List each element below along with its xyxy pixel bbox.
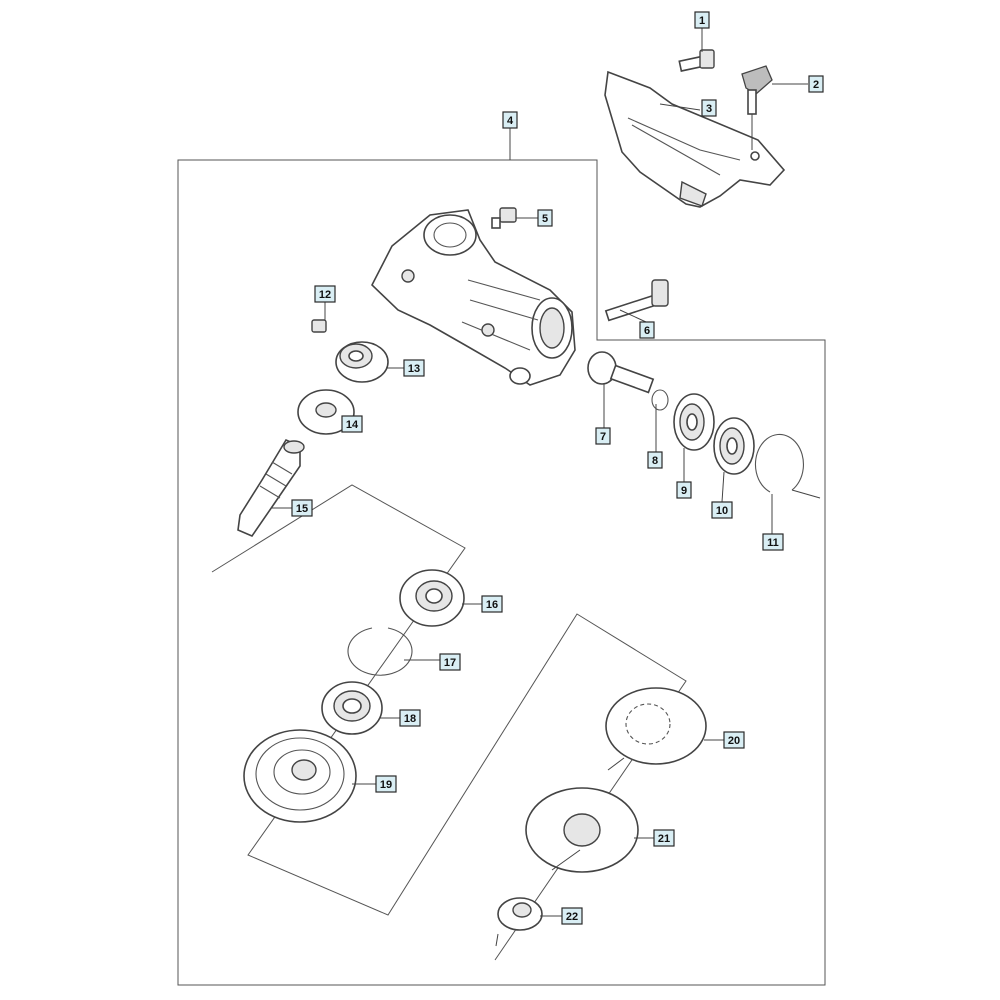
svg-text:14: 14 xyxy=(346,419,359,431)
callout-4: 4 xyxy=(502,111,518,129)
bolt-part-1 xyxy=(678,49,715,72)
callout-10: 10 xyxy=(711,501,733,519)
washer-part-14 xyxy=(297,389,355,435)
callout-11: 11 xyxy=(762,533,784,551)
flange-part-19 xyxy=(243,729,357,823)
protection-cap-part-21 xyxy=(525,787,639,873)
callout-2: 2 xyxy=(808,75,824,93)
svg-text:17: 17 xyxy=(444,657,456,669)
svg-text:4: 4 xyxy=(507,115,514,127)
callout-3: 3 xyxy=(701,99,717,117)
svg-text:19: 19 xyxy=(380,779,392,791)
svg-text:22: 22 xyxy=(566,911,578,923)
seal-ring-part-18 xyxy=(321,681,383,735)
callout-14: 14 xyxy=(341,415,363,433)
circlip-part-17 xyxy=(347,627,413,676)
assembly-frame-4 xyxy=(177,159,826,986)
callout-18: 18 xyxy=(399,709,421,727)
svg-text:18: 18 xyxy=(404,713,416,725)
svg-text:10: 10 xyxy=(716,505,728,517)
svg-text:13: 13 xyxy=(408,363,420,375)
bearing-part-13 xyxy=(335,341,389,383)
svg-text:6: 6 xyxy=(644,325,650,337)
callout-5: 5 xyxy=(537,209,553,227)
callout-12: 12 xyxy=(314,285,336,303)
leader-lines xyxy=(272,28,821,947)
callout-22: 22 xyxy=(561,907,583,925)
bearing-part-16 xyxy=(399,569,465,627)
guard-cover-part xyxy=(604,70,786,208)
svg-text:8: 8 xyxy=(652,455,658,467)
callout-20: 20 xyxy=(723,731,745,749)
support-washer-part-20 xyxy=(605,687,707,765)
callout-17: 17 xyxy=(439,653,461,671)
retaining-ring-part-11 xyxy=(754,433,805,493)
screw-part-5 xyxy=(491,207,517,229)
nut-part-22 xyxy=(497,897,543,931)
bearing-part-9 xyxy=(673,393,715,451)
callout-16: 16 xyxy=(481,595,503,613)
svg-text:11: 11 xyxy=(767,537,779,549)
callout-21: 21 xyxy=(653,829,675,847)
circlip-part-8 xyxy=(651,389,669,411)
svg-text:3: 3 xyxy=(706,103,712,115)
svg-text:15: 15 xyxy=(296,503,308,515)
svg-text:16: 16 xyxy=(486,599,498,611)
svg-text:12: 12 xyxy=(319,289,331,301)
callout-6: 6 xyxy=(639,321,655,339)
svg-text:5: 5 xyxy=(542,213,548,225)
svg-text:9: 9 xyxy=(681,485,687,497)
svg-text:20: 20 xyxy=(728,735,740,747)
svg-text:21: 21 xyxy=(658,833,670,845)
callout-9: 9 xyxy=(676,481,692,499)
callout-15: 15 xyxy=(291,499,313,517)
callout-1: 1 xyxy=(694,11,710,29)
svg-text:1: 1 xyxy=(699,15,705,27)
screw-part-12 xyxy=(311,319,327,333)
svg-text:2: 2 xyxy=(813,79,819,91)
callout-19: 19 xyxy=(375,775,397,793)
callout-13: 13 xyxy=(403,359,425,377)
subgroup-frame-bearings xyxy=(211,484,687,961)
output-shaft-part-7 xyxy=(587,351,655,394)
screw-part-2 xyxy=(741,65,773,150)
gear-housing-part xyxy=(371,209,576,386)
callout-8: 8 xyxy=(647,451,663,469)
bearing-part-10 xyxy=(713,417,755,475)
callout-7: 7 xyxy=(595,427,611,445)
long-bolt-part-6 xyxy=(604,279,669,322)
svg-text:7: 7 xyxy=(600,431,606,443)
pinion-shaft-part-15 xyxy=(237,438,305,537)
